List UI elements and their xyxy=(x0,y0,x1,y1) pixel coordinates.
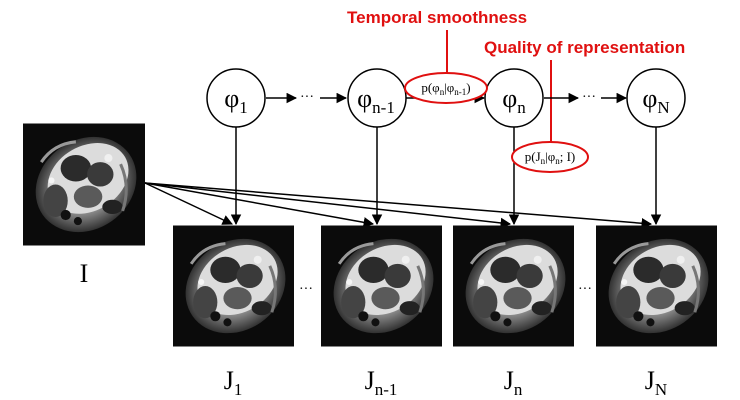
input-to-output-arrow-4 xyxy=(144,182,653,229)
node-phi-1: φ1 xyxy=(206,68,266,128)
output-label-2: Jn-1 xyxy=(365,366,398,399)
output-label-1: J1 xyxy=(224,366,243,399)
node-phi-N: φN xyxy=(626,68,686,128)
temporal-smoothness-label: Temporal smoothness xyxy=(347,8,527,27)
svg-text:φn-1: φn-1 xyxy=(357,84,395,117)
input-mri-image xyxy=(23,115,145,254)
input-to-output-arrow-2 xyxy=(144,182,375,228)
quality-of-representation-label: Quality of representation xyxy=(484,38,685,57)
svg-text:φN: φN xyxy=(642,84,669,117)
node-phi-n: φn xyxy=(484,68,544,128)
quality-probability: p(Jn|φn; I) xyxy=(511,141,589,173)
output-mri-image-1 xyxy=(173,222,294,350)
input-to-output-arrow-3 xyxy=(144,182,512,229)
input-image-label: I xyxy=(80,259,89,288)
node-phi-n-minus-1: φn-1 xyxy=(347,68,407,128)
chain-ellipsis-left: ··· xyxy=(300,90,314,105)
output-label-3: Jn xyxy=(504,366,523,399)
input-to-output-arrow-1 xyxy=(144,182,233,225)
output-mri-image-3 xyxy=(453,222,574,350)
temporal-probability: p(φn|φn-1) xyxy=(404,72,488,104)
output-mri-image-2 xyxy=(321,222,442,350)
image-ellipsis-2: ··· xyxy=(578,282,592,297)
output-label-4: JN xyxy=(645,366,667,399)
chain-ellipsis-right: ··· xyxy=(582,90,596,105)
image-ellipsis-1: ··· xyxy=(299,282,313,297)
svg-text:p(Jn|φn; I): p(Jn|φn; I) xyxy=(525,149,576,166)
svg-text:φ1: φ1 xyxy=(224,84,248,117)
svg-text:φn: φn xyxy=(502,84,526,117)
svg-text:p(φn|φn-1): p(φn|φn-1) xyxy=(421,80,470,97)
output-mri-image-4 xyxy=(596,222,717,350)
